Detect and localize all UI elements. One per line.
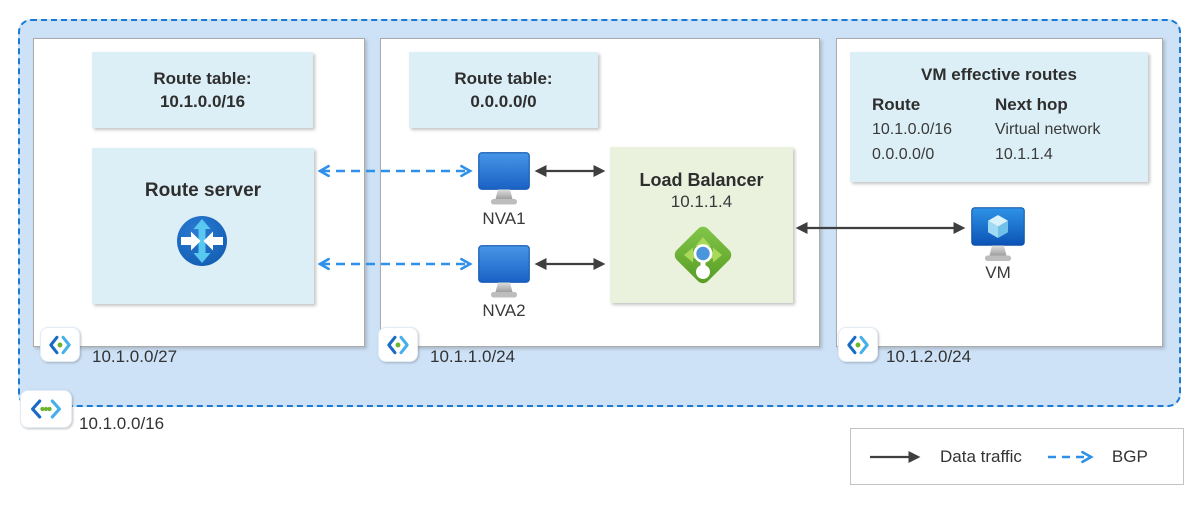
- nva1-label: NVA1: [482, 209, 526, 228]
- route-table-2-cidr: 0.0.0.0/0: [470, 92, 537, 111]
- nva2-icon: [478, 245, 530, 298]
- subnet1-cidr-label: 10.1.0.0/27: [92, 347, 178, 366]
- column-header-route: Route: [872, 95, 921, 114]
- legend-data-traffic-label: Data traffic: [940, 446, 1022, 466]
- subnet-icon: [838, 327, 878, 362]
- nva1-icon: [478, 152, 530, 205]
- route-table-2-title: Route table:: [454, 69, 553, 88]
- vm-effective-routes-title: VM effective routes: [921, 65, 1077, 84]
- router-icon: [177, 216, 227, 266]
- virtual-network-icon: [20, 390, 72, 428]
- legend-bgp-arrow: [1047, 447, 1102, 467]
- vm-effective-routes-table: Route Next hop 10.1.0.0/16 Virtual netwo…: [872, 92, 1148, 167]
- vnet-cidr-label: 10.1.0.0/16: [79, 414, 165, 433]
- route-server-label: Route server: [144, 180, 262, 201]
- legend-bgp-label: BGP: [1111, 446, 1148, 466]
- route-cell: 0.0.0.0/0: [872, 146, 935, 163]
- route-table-1-title: Route table:: [153, 69, 252, 88]
- subnet-icon: [378, 327, 418, 362]
- vm-icon: [971, 207, 1025, 261]
- nva2-label: NVA2: [482, 301, 526, 320]
- vm-label: VM: [985, 263, 1011, 282]
- next-hop-cell: 10.1.1.4: [995, 146, 1053, 163]
- vm-effective-routes-card: VM effective routes Route Next hop 10.1.…: [850, 52, 1148, 182]
- load-balancer-icon: [674, 226, 732, 284]
- route-table-1-cidr: 10.1.0.0/16: [159, 92, 246, 111]
- route-table-card-1: Route table: 10.1.0.0/16: [92, 52, 313, 128]
- next-hop-cell: Virtual network: [995, 121, 1101, 138]
- load-balancer-ip: 10.1.1.4: [670, 192, 733, 211]
- legend-data-traffic-arrow: [870, 450, 921, 463]
- subnet3-cidr-label: 10.1.2.0/24: [886, 347, 972, 366]
- load-balancer-title: Load Balancer: [639, 170, 764, 190]
- column-header-next-hop: Next hop: [995, 95, 1068, 114]
- route-cell: 10.1.0.0/16: [872, 121, 953, 138]
- route-table-card-2: Route table: 0.0.0.0/0: [409, 52, 598, 128]
- subnet-icon: [40, 327, 80, 362]
- subnet2-cidr-label: 10.1.1.0/24: [430, 347, 516, 366]
- legend-box: Data traffic BGP: [850, 428, 1184, 485]
